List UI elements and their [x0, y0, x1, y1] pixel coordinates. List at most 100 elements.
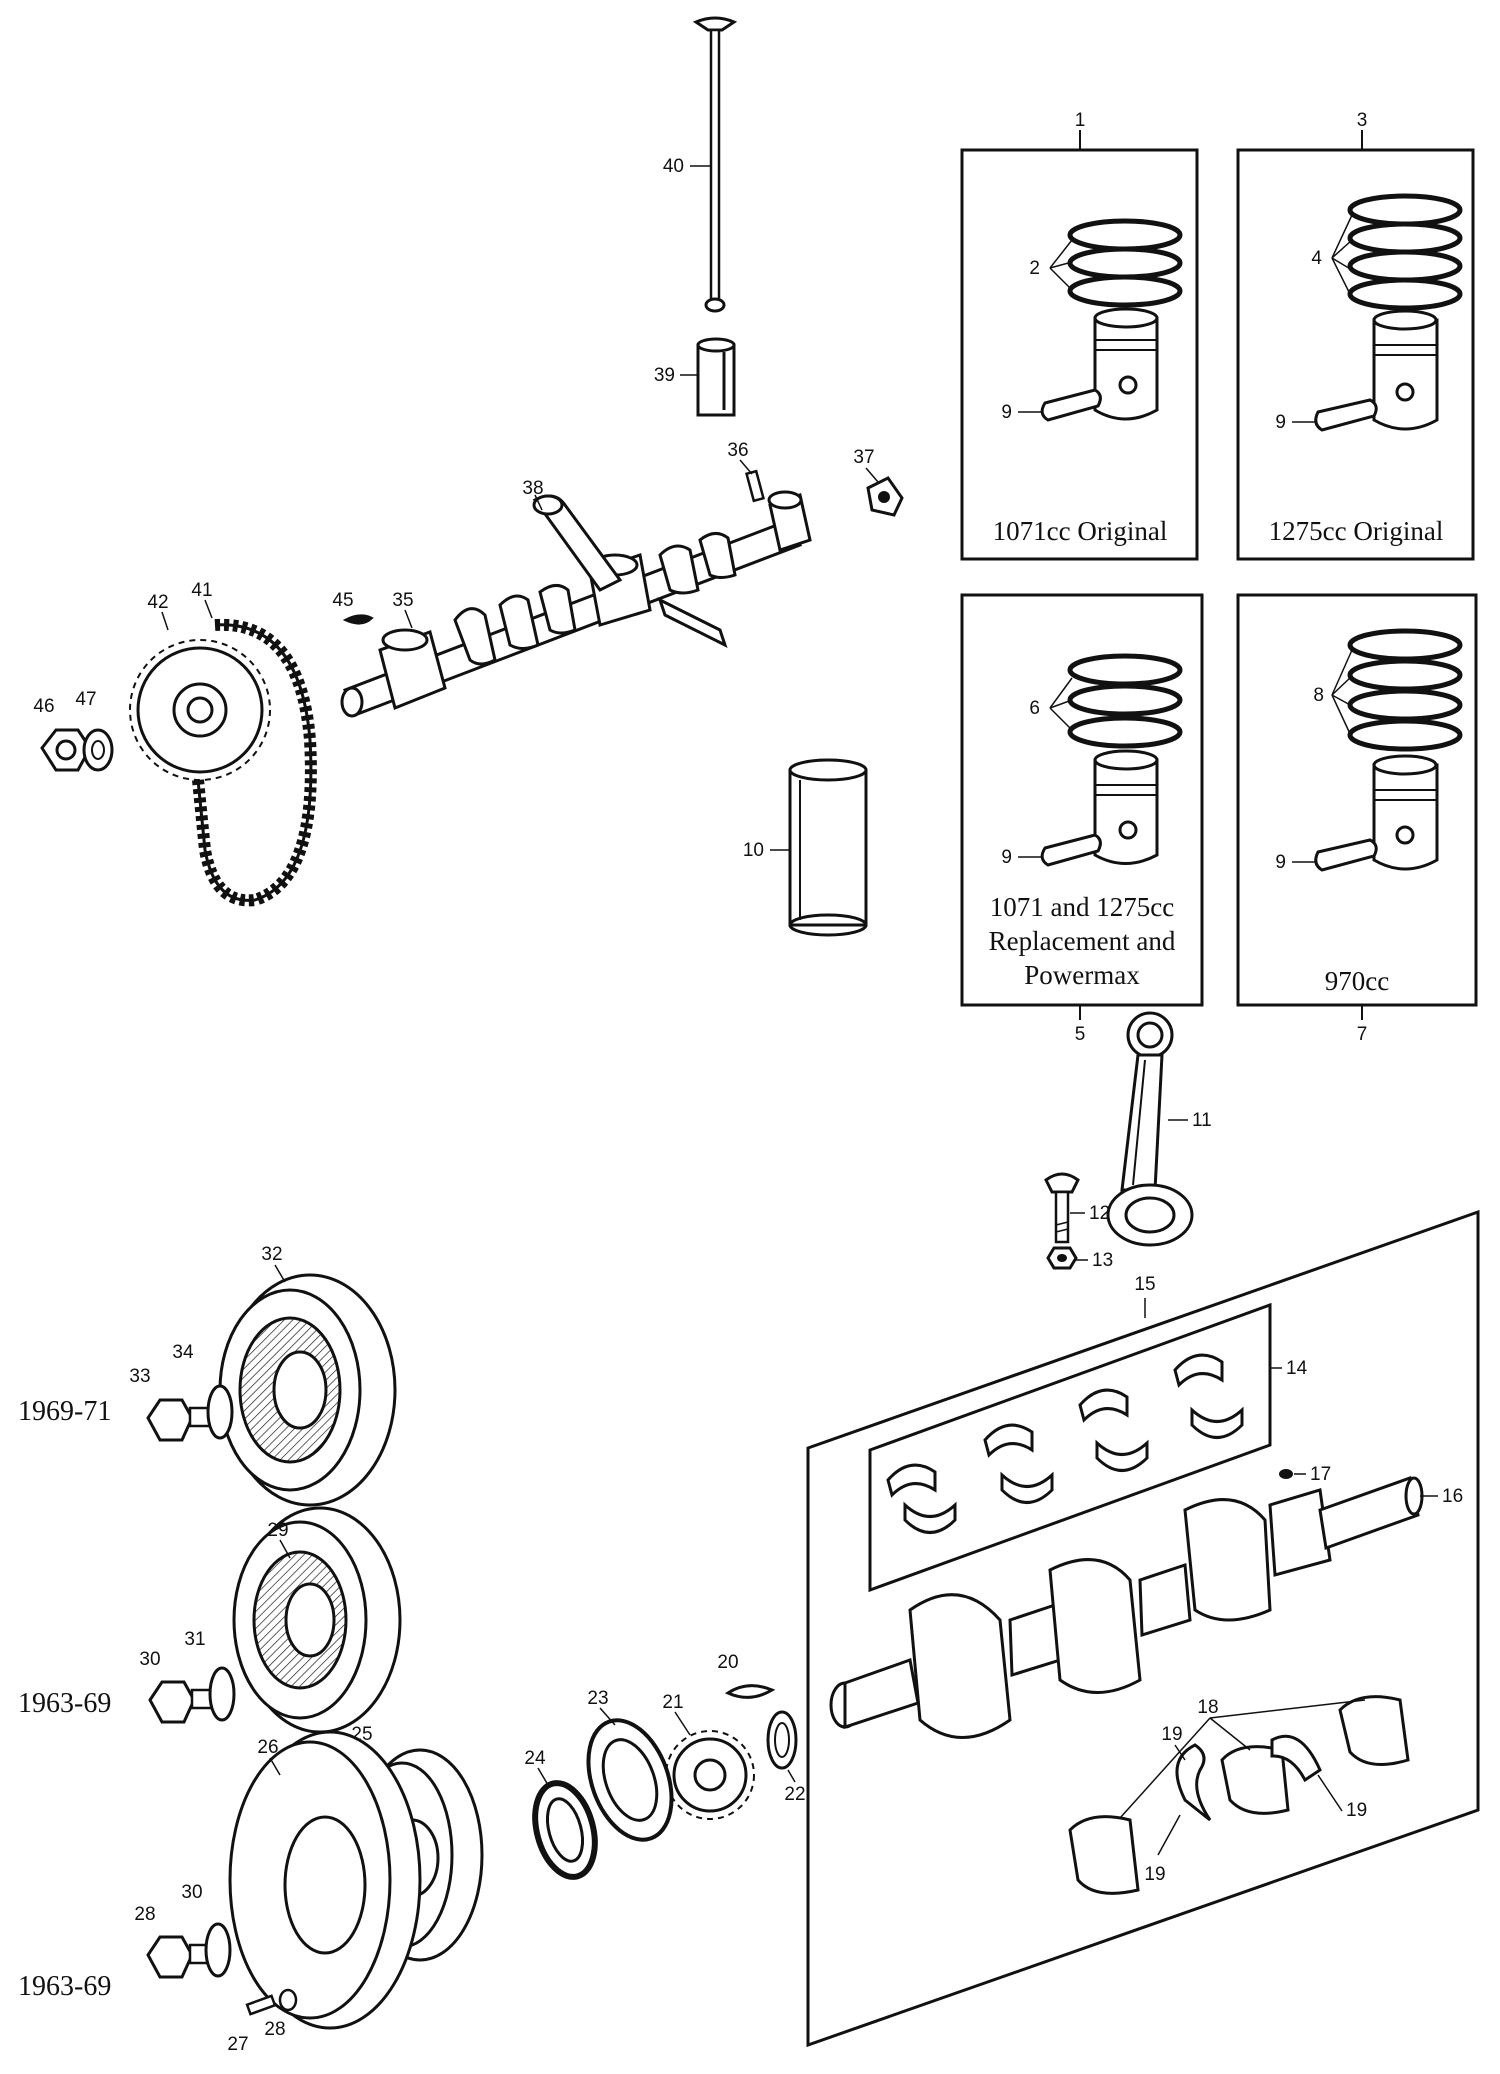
box-number-label: 7 — [1357, 1024, 1368, 1045]
part-label-37: 35 — [392, 590, 413, 611]
pin-label: 9 — [1001, 847, 1012, 868]
part-label-19-c: 19 — [1161, 1724, 1182, 1745]
crank-sprocket[interactable] — [665, 1730, 755, 1820]
part-label-47: 47 — [75, 689, 96, 710]
gudgeon-pin — [1314, 838, 1378, 872]
camshaft-sprocket[interactable] — [129, 639, 271, 781]
part-label-14: 14 — [1286, 1358, 1308, 1379]
part-label-15: 15 — [1134, 1274, 1155, 1295]
part-label-19-a: 19 — [1346, 1800, 1367, 1821]
bearing-shells-panel[interactable] — [868, 1302, 1272, 1593]
piston-box-3[interactable]: 3 4 9 1275cc Original — [1236, 110, 1475, 561]
part-label-42: 40 — [663, 156, 684, 177]
pulley-bolt-1969 — [146, 1384, 234, 1442]
damper-pulley-1969[interactable] — [218, 1273, 397, 1507]
box-number-label: 1 — [1075, 110, 1086, 131]
ring-label: 2 — [1029, 258, 1040, 279]
piston — [1093, 307, 1159, 421]
pin-label: 9 — [1001, 402, 1012, 423]
connecting-rod[interactable] — [1106, 1011, 1194, 1247]
piston — [1372, 309, 1439, 431]
piston-box-5[interactable]: 5 6 9 1071 and 1275cc Replacement and Po… — [960, 593, 1204, 1045]
cylinder-liner[interactable] — [788, 758, 868, 937]
box-caption: 1275cc Original — [1269, 516, 1444, 546]
part-label-46: 46 — [33, 696, 54, 717]
part-label-12: 12 — [1089, 1203, 1110, 1224]
pin-label: 9 — [1275, 852, 1286, 873]
box-caption: 970cc — [1325, 966, 1389, 996]
crank-key — [724, 1684, 776, 1699]
timing-chain — [192, 618, 317, 907]
gudgeon-pin — [1040, 388, 1102, 422]
part-label-41: 39 — [654, 365, 675, 386]
camshaft-key — [745, 469, 765, 503]
part-label-17: 17 — [1310, 1464, 1331, 1485]
part-label-32: 30 — [139, 1649, 160, 1670]
oil-thrower — [766, 1710, 798, 1770]
ring-label: 6 — [1029, 698, 1040, 719]
part-label-45: 45 — [332, 590, 353, 611]
part-label-38: 36 — [727, 440, 748, 461]
crankshaft-plug — [1279, 1469, 1293, 1479]
part-label-27: 27 — [227, 2034, 248, 2055]
pulley-screw — [245, 1988, 298, 2016]
box-caption-line-3: Powermax — [1024, 960, 1140, 990]
pushrod[interactable] — [692, 16, 738, 313]
part-label-23: 23 — [587, 1688, 608, 1709]
timing-cover-plate — [586, 1718, 674, 1842]
box-caption-line-2: Replacement and — [989, 926, 1176, 956]
part-label-10: 10 — [743, 840, 764, 861]
ring-label: 4 — [1311, 248, 1322, 269]
piston-rings — [1347, 193, 1463, 311]
gudgeon-pin — [1040, 833, 1102, 867]
part-label-22: 22 — [784, 1784, 805, 1805]
part-label-39: 37 — [853, 447, 874, 468]
part-label-29: 28 — [134, 1904, 155, 1925]
tappet[interactable] — [696, 337, 736, 417]
piston — [1093, 749, 1159, 865]
main-bearings — [1068, 1695, 1410, 1895]
part-label-35: 33 — [129, 1366, 150, 1387]
year-label-1963-69-b: 1963-69 — [18, 1971, 111, 2002]
crankshaft[interactable] — [829, 1476, 1424, 1739]
piston-rings — [1067, 653, 1183, 749]
part-label-30: 30 — [181, 1882, 202, 1903]
part-label-19-b: 19 — [1144, 1864, 1165, 1885]
piston-rings — [1347, 628, 1463, 752]
camshaft[interactable] — [340, 490, 812, 718]
woodruff-key — [342, 614, 374, 625]
part-label-36: 34 — [172, 1342, 194, 1363]
box-number-label: 3 — [1357, 110, 1368, 131]
box-caption: 1071cc Original — [993, 516, 1168, 546]
sprocket-nut — [40, 728, 92, 772]
part-label-31: 29 — [267, 1520, 288, 1541]
year-label-1969-71: 1969-71 — [18, 1396, 111, 1427]
part-label-34: 32 — [261, 1244, 282, 1265]
ring-label: 8 — [1313, 685, 1324, 706]
crankshaft-panel — [806, 1209, 1480, 2048]
crank-pulley-1963-b[interactable] — [228, 1730, 422, 2030]
part-label-33: 31 — [184, 1629, 205, 1650]
part-label-16: 16 — [1442, 1486, 1463, 1507]
piston-box-7[interactable]: 7 8 9 970cc — [1236, 593, 1478, 1045]
pin-label: 9 — [1275, 412, 1286, 433]
timing-cover-seal — [532, 1780, 598, 1880]
part-label-21: 21 — [662, 1692, 683, 1713]
big-end-nut — [1046, 1246, 1078, 1270]
box-caption-line-1: 1071 and 1275cc — [990, 892, 1174, 922]
part-label-44: 42 — [147, 592, 168, 613]
big-end-bolt — [1044, 1172, 1080, 1244]
piston-box-1[interactable]: 1 2 9 1071cc Original — [960, 110, 1199, 561]
pulley-bolt-1963-a — [148, 1666, 236, 1724]
damper-pulley-1963-a[interactable] — [232, 1506, 402, 1734]
piston-rings — [1067, 218, 1183, 308]
gudgeon-pin — [1314, 398, 1378, 432]
pulley-bolt-1963-b — [146, 1922, 232, 1979]
lock-washer — [82, 728, 114, 772]
part-label-13: 13 — [1092, 1250, 1113, 1271]
part-label-28: 28 — [264, 2019, 285, 2040]
part-label-20: 20 — [717, 1652, 738, 1673]
year-label-1963-69-a: 1963-69 — [18, 1688, 111, 1719]
part-label-11: 11 — [1192, 1110, 1212, 1131]
